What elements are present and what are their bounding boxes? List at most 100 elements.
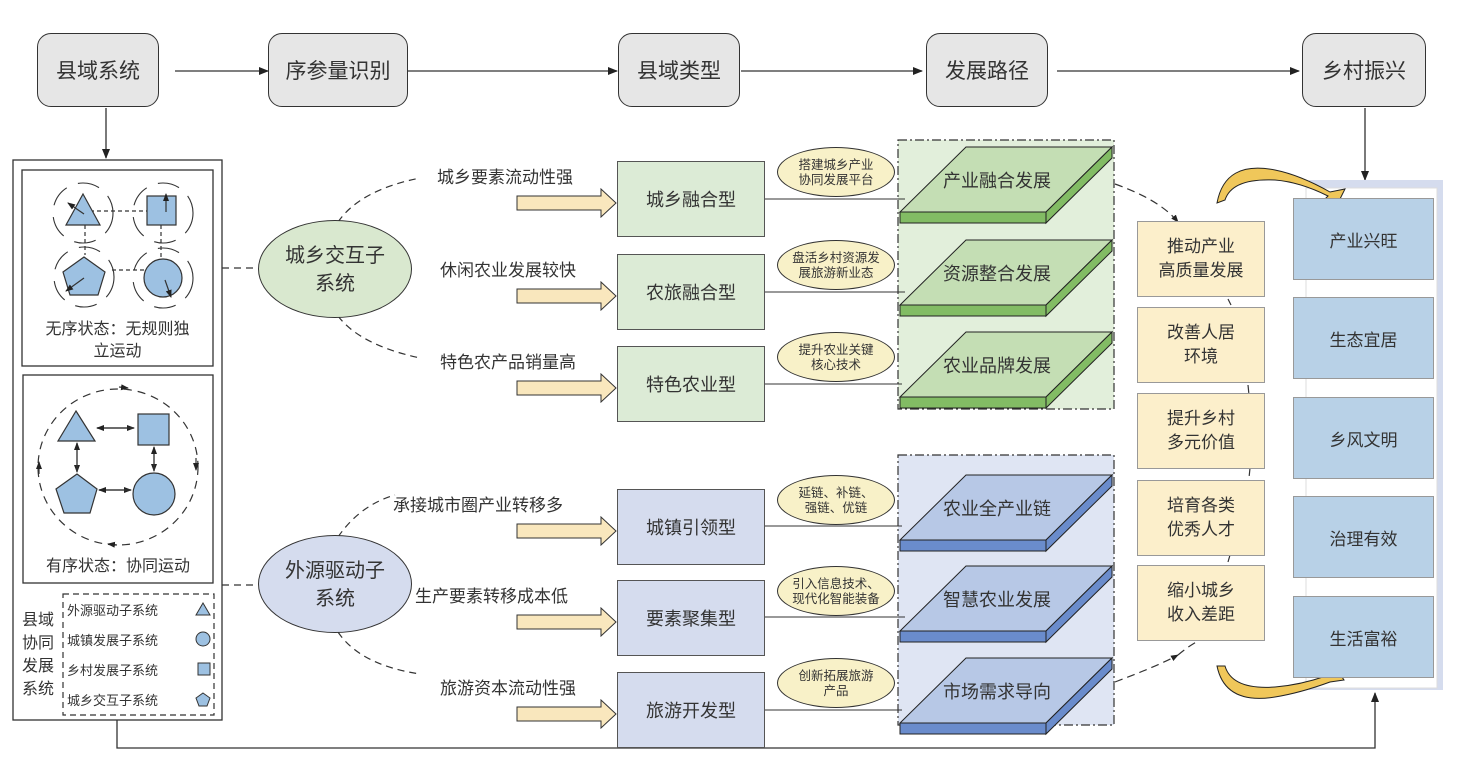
ordered-state-box: [22, 374, 214, 584]
path-slab: [898, 238, 1114, 318]
block-arrow-icon: [516, 699, 617, 729]
development-path-label: 农业品牌发展: [943, 356, 1051, 377]
legend-title-line: 发展: [21, 656, 54, 675]
county-type-box: 旅游开发型: [617, 672, 765, 748]
subsystem-urban-rural-interaction: 城乡交互子系统: [258, 220, 412, 318]
disordered-state-box: [21, 169, 214, 367]
path-slab: [898, 145, 1114, 225]
goal-line: 提升乡村: [1167, 409, 1235, 429]
measure-line: 引入信息技术、: [792, 576, 880, 591]
subsystem-external-driving: 外源驱动子系统: [258, 535, 412, 633]
legend: 外源驱动子系统 城镇发展子系统 乡村发展子系统 城乡交互子系统: [67, 598, 211, 710]
measure-line: 创新拓展旅游: [798, 668, 874, 683]
goal-box: 提升乡村多元价值: [1137, 393, 1265, 469]
legend-label: 外源驱动子系统: [67, 603, 159, 619]
type-connectors: [765, 198, 905, 711]
system-panel: [12, 159, 223, 721]
goal-line: 高质量发展: [1158, 261, 1244, 281]
subsystem-name: 系统: [315, 271, 355, 295]
measure-line: 产品: [823, 683, 849, 698]
goal-line: 改善人居: [1167, 323, 1235, 343]
county-type-box: 城乡融合型: [617, 161, 765, 237]
pentagon-icon: [195, 691, 211, 706]
ordered-caption: 有序状态：协同运动: [45, 556, 190, 575]
flow-arrows: [102, 67, 1379, 749]
measure-line: 协同发展平台: [798, 172, 874, 187]
measure-line: 核心技术: [810, 357, 861, 372]
measure-line: 盘活乡村资源发: [792, 250, 880, 265]
legend-title: 县域 协同 发展 系统: [16, 608, 60, 700]
legend-label: 城镇发展子系统: [67, 633, 159, 649]
subsystem-name: 外源驱动子: [285, 558, 385, 582]
development-path-label: 资源整合发展: [943, 264, 1051, 285]
county-type-box: 特色农业型: [617, 346, 765, 422]
block-arrow-icon: [516, 516, 617, 546]
subsystem-name: 系统: [315, 586, 355, 610]
measure-line: 延链、补链、: [798, 485, 874, 500]
goal-line: 收入差距: [1167, 605, 1235, 625]
goal-line: 优秀人才: [1167, 520, 1235, 540]
path-slab: [898, 473, 1114, 553]
revitalization-item-prosperity: 生活富裕: [1293, 596, 1434, 678]
block-arrow-icon: [516, 281, 617, 311]
curve-arrow-top-icon: [1216, 167, 1346, 204]
ordered-state-diagram: [36, 384, 199, 548]
goal-line: 缩小城乡: [1167, 581, 1235, 601]
measure-line: 展旅游新业态: [798, 265, 874, 280]
circle-icon: [143, 258, 183, 298]
legend-title-line: 县域: [21, 610, 54, 629]
circle-icon: [132, 472, 176, 516]
revitalization-item-industry: 产业兴旺: [1293, 198, 1434, 280]
path-slab: [898, 564, 1114, 644]
measure-line: 强链、优链: [804, 500, 868, 515]
triangle-icon: [64, 192, 102, 226]
measure-line: 搭建城乡产业: [798, 157, 874, 172]
revitalization-item-civility: 乡风文明: [1293, 397, 1434, 479]
measure-bubble: 延链、补链、强链、优链: [777, 475, 895, 525]
flow-step-order-parameter: 序参量识别: [268, 33, 408, 107]
square-icon: [146, 195, 177, 226]
legend-title-line: 协同: [21, 633, 54, 652]
square-icon: [137, 413, 170, 446]
square-icon: [197, 662, 211, 676]
legend-label: 乡村发展子系统: [67, 663, 159, 679]
legend-item: 城镇发展子系统: [67, 628, 211, 650]
legend-title-line: 系统: [21, 679, 54, 698]
goal-line: 多元价值: [1167, 433, 1235, 453]
circle-icon: [195, 631, 211, 647]
goal-line: 推动产业: [1167, 237, 1235, 257]
block-arrow-icon: [516, 373, 617, 403]
disordered-caption-line2: 立运动: [93, 341, 142, 360]
county-type-box: 要素聚集型: [617, 580, 765, 656]
measure-line: 现代化智能装备: [792, 591, 880, 606]
goal-box: 改善人居环境: [1137, 307, 1265, 383]
measure-bubble: 创新拓展旅游产品: [777, 658, 895, 708]
legend-item: 外源驱动子系统: [67, 598, 211, 620]
goal-box: 培育各类优秀人才: [1137, 480, 1265, 556]
county-type-box: 农旅融合型: [617, 254, 765, 330]
flow-step-development-path: 发展路径: [926, 33, 1048, 107]
subsystem-name: 城乡交互子: [285, 243, 385, 267]
condition-label: 生产要素转移成本低: [415, 587, 568, 607]
block-arrow-icon: [516, 607, 617, 637]
measure-bubble: 搭建城乡产业协同发展平台: [777, 147, 895, 197]
revitalization-item-ecology: 生态宜居: [1293, 297, 1434, 379]
disordered-caption-line1: 无序状态：无规则独: [45, 319, 190, 338]
triangle-icon: [195, 602, 211, 616]
development-path-label: 智慧农业发展: [943, 590, 1051, 611]
condition-label: 旅游资本流动性强: [440, 679, 576, 699]
triangle-icon: [56, 409, 97, 442]
development-path-label: 农业全产业链: [943, 499, 1051, 520]
flow-step-rural-revitalization: 乡村振兴: [1302, 33, 1426, 107]
measure-bubble: 提升农业关键核心技术: [777, 332, 895, 382]
disordered-caption: 无序状态：无规则独 立运动: [22, 318, 213, 362]
path-slab: [898, 656, 1114, 736]
path-slabs: [898, 145, 1114, 736]
legend-box: [62, 593, 215, 716]
legend-label: 城乡交互子系统: [67, 693, 159, 709]
goal-box: 推动产业高质量发展: [1137, 221, 1265, 297]
panel-connectors: [222, 177, 421, 675]
goal-box: 缩小城乡收入差距: [1137, 565, 1265, 641]
flow-step-county-system: 县域系统: [37, 33, 159, 107]
measure-bubble: 盘活乡村资源发展旅游新业态: [777, 240, 895, 290]
